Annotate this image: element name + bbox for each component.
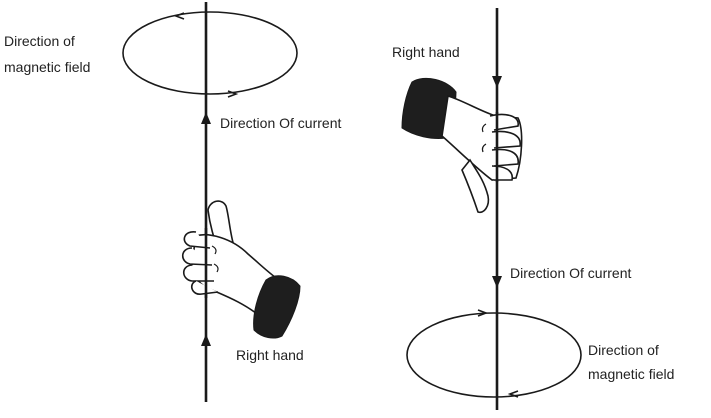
right-hand-label: Right hand [392, 44, 460, 60]
left-right-hand-icon [181, 200, 301, 339]
left-cuff [253, 275, 301, 339]
left-hand-label: Right hand [236, 347, 304, 363]
left-current-label: Direction Of current [220, 115, 342, 131]
right-diagram [401, 8, 582, 410]
right-field-arrow-bottom [507, 390, 519, 398]
right-field-arrow-top [477, 309, 489, 317]
left-field-label-line1: Direction of [4, 33, 75, 49]
right-current-arrow-upper [492, 76, 502, 88]
left-field-arrow-top [173, 12, 185, 20]
right-field-label-line2: magnetic field [588, 366, 675, 382]
right-magnetic-field-loop [406, 312, 582, 398]
right-current-arrow-lower [492, 276, 502, 288]
left-field-arrow-bottom [227, 90, 239, 98]
right-current-label: Direction Of current [510, 265, 632, 281]
left-diagram [122, 2, 301, 402]
right-right-hand-icon [401, 77, 523, 214]
left-magnetic-field-loop [122, 11, 298, 95]
right-field-label-line1: Direction of [588, 342, 659, 358]
left-current-arrow-upper [201, 112, 211, 124]
left-current-arrow-lower [201, 334, 211, 346]
left-field-label-line2: magnetic field [4, 59, 91, 75]
